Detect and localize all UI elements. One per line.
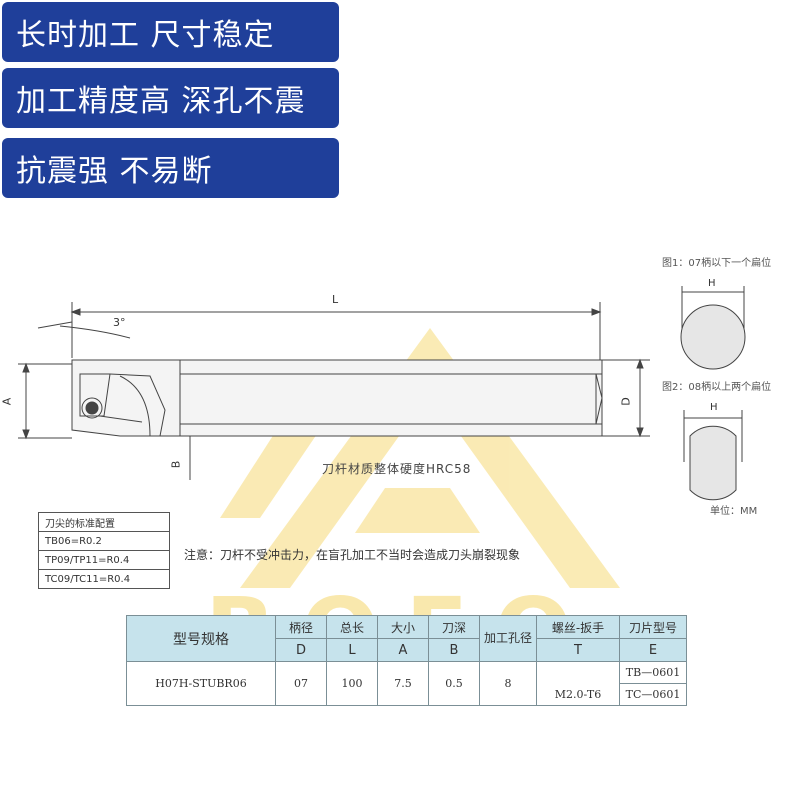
dim-L-label: L: [332, 293, 339, 306]
tip-config-table: 刀尖的标准配置 TB06=R0.2 TP09/TP11=R0.4 TC09/TC…: [38, 512, 170, 589]
dim-A-label: A: [0, 397, 14, 406]
cell-A: 7.5: [377, 661, 429, 706]
cell-E-1: TB—0601: [625, 666, 681, 679]
feature-banner-2: 加工精度高 深孔不震: [2, 68, 339, 128]
tip-config-row: TC09/TC11=R0.4: [38, 569, 170, 589]
fig1-dim-H: H: [708, 278, 716, 289]
col-header-B: 刀深: [428, 615, 480, 639]
unit-label: 单位：MM: [710, 506, 758, 517]
cell-E-2: TC—0601: [620, 683, 686, 705]
boring-bar-drawing: [18, 286, 746, 501]
cell-T: M2.0-T6: [536, 661, 620, 706]
cell-L: 100: [326, 661, 378, 706]
tip-config-row: TB06=R0.2: [38, 531, 170, 551]
material-note: 刀杆材质整体硬度HRC58: [322, 462, 472, 476]
col-header-L: 总长: [326, 615, 378, 639]
fig2-caption: 图2：08柄以上两个扁位: [662, 382, 772, 393]
feature-banner-3: 抗震强 不易断: [2, 138, 339, 198]
table-row: H07H-STUBR06 07 100 7.5 0.5 8 M2.0-T6 TB…: [126, 661, 687, 706]
col-sub-D: D: [275, 638, 327, 662]
dim-angle-label: 3°: [113, 316, 126, 329]
col-sub-T: T: [536, 638, 620, 662]
spec-table: 型号规格 柄径 总长 大小 刀深 加工孔径 螺丝-扳手 刀片型号 D L A B…: [126, 615, 687, 706]
col-sub-A: A: [377, 638, 429, 662]
tip-config-title: 刀尖的标准配置: [38, 512, 170, 532]
cell-E: TB—0601 TC—0601: [619, 661, 687, 706]
usage-notice: 注意：刀杆不受冲击力，在盲孔加工不当时会造成刀头崩裂现象: [184, 548, 521, 562]
col-header-T: 螺丝-扳手: [536, 615, 620, 639]
feature-banner-1: 长时加工 尺寸稳定: [2, 2, 339, 62]
cell-model: H07H-STUBR06: [126, 661, 276, 706]
tip-config-row: TP09/TP11=R0.4: [38, 550, 170, 570]
col-sub-L: L: [326, 638, 378, 662]
fig2-dim-H: H: [710, 402, 718, 413]
col-sub-E: E: [619, 638, 687, 662]
col-header-A: 大小: [377, 615, 429, 639]
col-header-E: 刀片型号: [619, 615, 687, 639]
fig1-caption: 图1：07柄以下一个扁位: [662, 258, 772, 269]
dim-B-label: B: [169, 460, 183, 469]
col-header-D: 柄径: [275, 615, 327, 639]
dim-D-label: D: [619, 397, 633, 406]
cell-D: 07: [275, 661, 327, 706]
model-header: 型号规格: [126, 615, 276, 662]
col-sub-B: B: [428, 638, 480, 662]
col-header-hole: 加工孔径: [479, 615, 537, 662]
cell-B: 0.5: [428, 661, 480, 706]
cell-hole: 8: [479, 661, 537, 706]
